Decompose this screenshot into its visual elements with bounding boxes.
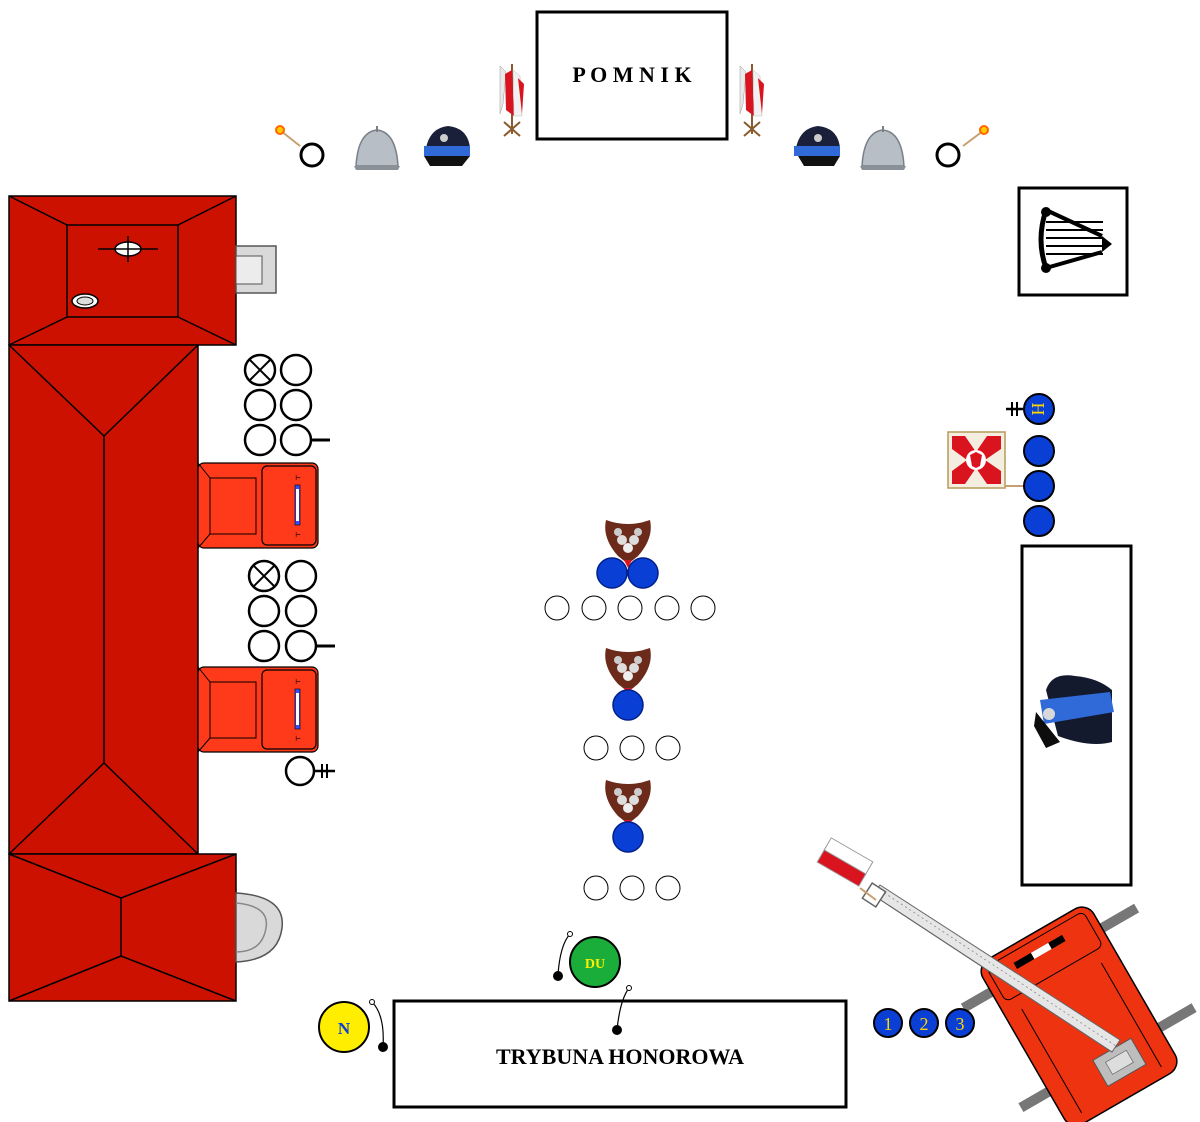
crew-number-2: 2 — [920, 1014, 929, 1034]
tribune-label: TRYBUNA HONOROWA — [496, 1044, 744, 1069]
company-block — [1022, 546, 1131, 885]
guard-circle — [937, 144, 959, 166]
torch-icon — [276, 126, 300, 146]
poland-flag-icon — [817, 838, 873, 886]
torch-icon — [963, 126, 988, 146]
crew-number-3: 3 — [956, 1014, 965, 1034]
firefighter-cap-icon — [794, 126, 840, 166]
duty-officer-label: DU — [585, 957, 605, 972]
crew-group-upper — [245, 355, 330, 455]
commander-label: N — [338, 1019, 351, 1038]
duty-officer: DU — [553, 932, 620, 988]
crew-with-tool — [286, 757, 335, 785]
delegation-2 — [584, 690, 680, 760]
steel-helmet-icon — [354, 126, 400, 170]
herald: H — [1006, 394, 1054, 424]
herald-label: H — [1028, 403, 1048, 416]
numbered-crew: 1 2 3 — [874, 1009, 974, 1037]
crew-group-lower — [249, 561, 335, 661]
monument-label: P O M N I K — [572, 62, 691, 87]
commander: N — [319, 1000, 388, 1053]
orchestra-box — [1019, 188, 1127, 295]
flags-icon — [500, 64, 524, 136]
wreath-icon — [605, 780, 651, 828]
fire-truck-left — [9, 196, 282, 1001]
svg-text:⊢: ⊢ — [295, 678, 301, 686]
firefighter-cap-icon — [424, 126, 470, 166]
crew-number-1: 1 — [884, 1014, 893, 1034]
vehicle-cab-lower: ⊢ ⊢ — [198, 667, 318, 752]
flags-icon — [740, 64, 764, 136]
delegation-1 — [545, 558, 715, 620]
delegation-3 — [584, 822, 680, 900]
guard-circle — [301, 144, 323, 166]
svg-text:⊢: ⊢ — [295, 531, 301, 539]
ladder-truck — [948, 882, 1200, 1122]
steel-helmet-icon — [860, 126, 906, 170]
tribune: TRYBUNA HONOROWA — [394, 986, 846, 1108]
banner-guard — [1024, 436, 1054, 536]
svg-text:⊢: ⊢ — [295, 735, 301, 743]
wreath-icon — [605, 648, 651, 696]
svg-text:⊢: ⊢ — [295, 474, 301, 482]
unit-banner-icon — [948, 432, 1024, 488]
vehicle-cab-upper: ⊢ ⊢ — [198, 463, 318, 548]
monument: P O M N I K — [537, 12, 727, 139]
